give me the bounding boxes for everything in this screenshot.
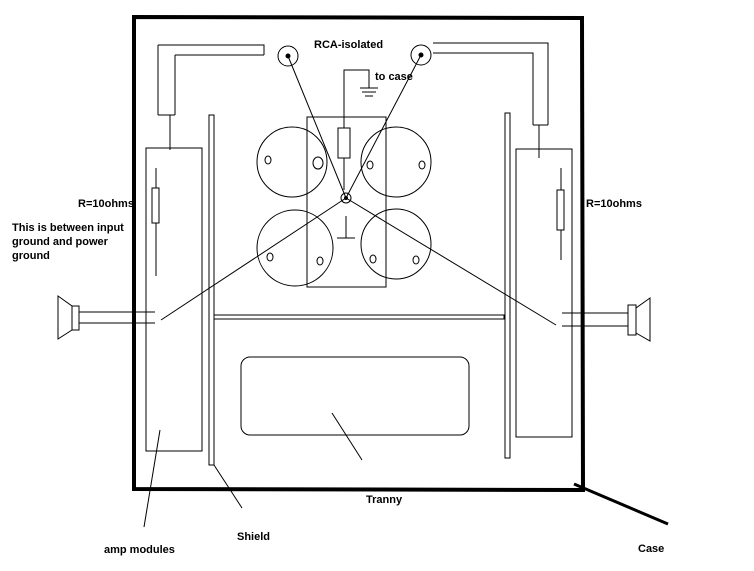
capacitor-bottom-right	[360, 208, 432, 280]
left-module-resistor	[151, 168, 160, 276]
ground-symbol	[343, 69, 378, 128]
center-resistor	[337, 127, 351, 159]
right-rca-wire	[433, 42, 549, 158]
case-pointer	[573, 482, 669, 526]
note-line-1: This is between input	[12, 222, 124, 234]
capacitor-board	[306, 116, 387, 288]
shield-crossbar	[213, 314, 505, 320]
capacitor-top-left	[256, 126, 328, 198]
right-shield	[504, 112, 511, 459]
capacitor-bottom-left	[256, 209, 334, 287]
shield-pointer	[213, 464, 243, 509]
right-module-resistor	[556, 168, 565, 260]
rca-label: RCA-isolated	[314, 39, 383, 51]
right-amp-module	[515, 148, 573, 438]
right-resistor-label: R=10ohms	[586, 198, 642, 210]
star-ground-wires	[160, 54, 557, 326]
left-rca-wire	[157, 44, 265, 150]
capacitor-top-right	[360, 126, 432, 198]
amp-modules-label: amp modules	[104, 544, 175, 556]
note-line-3: ground	[12, 250, 50, 262]
tranny-label: Tranny	[366, 494, 403, 506]
case-outline	[132, 14, 586, 493]
amp-modules-pointer	[143, 429, 161, 528]
left-rca-jack	[277, 45, 299, 67]
left-amp-module	[145, 147, 203, 452]
left-shield	[208, 114, 215, 466]
left-resistor-label: R=10ohms	[78, 198, 134, 210]
right-speaker-icon	[562, 297, 651, 342]
right-rca-jack	[410, 44, 432, 66]
case-label: Case	[638, 543, 664, 555]
star-ground-point	[340, 192, 352, 204]
to-case-label: to case	[375, 71, 413, 83]
tranny-pointer	[331, 412, 363, 461]
shield-label: Shield	[237, 531, 270, 543]
transformer	[240, 356, 470, 436]
left-speaker-icon	[57, 295, 155, 340]
note-line-2: ground and power	[12, 236, 109, 248]
